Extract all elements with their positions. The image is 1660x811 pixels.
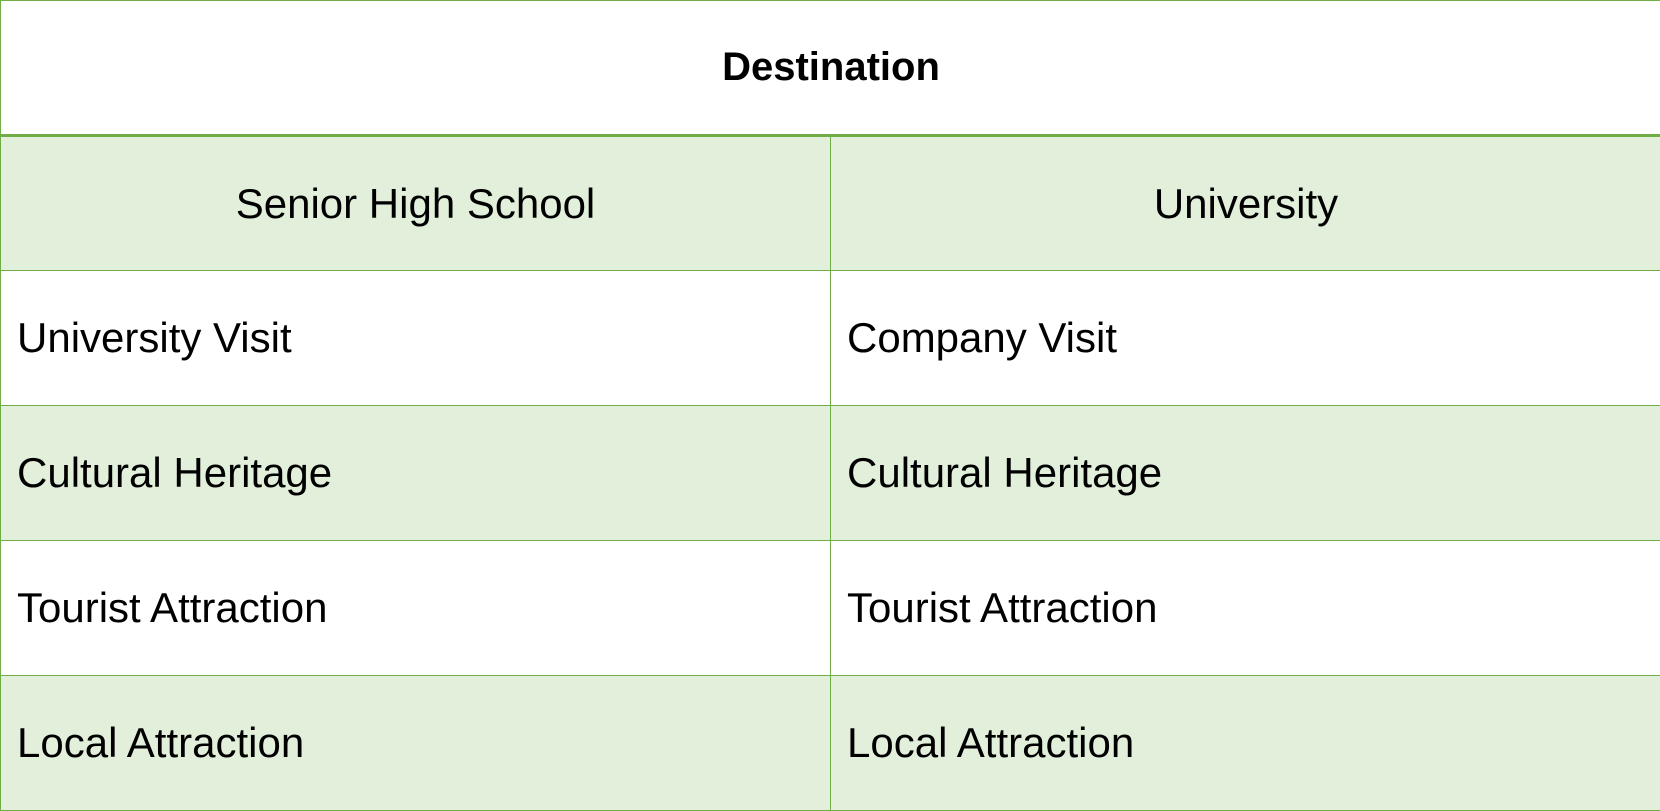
table-row: Cultural Heritage Cultural Heritage xyxy=(0,405,1660,541)
table-cell: Company Visit xyxy=(829,270,1660,406)
table-cell: Tourist Attraction xyxy=(829,540,1660,676)
table-cell: University Visit xyxy=(0,270,831,406)
table-cell: Cultural Heritage xyxy=(829,405,1660,541)
table-cell: Local Attraction xyxy=(829,675,1660,811)
table-row: Tourist Attraction Tourist Attraction xyxy=(0,540,1660,676)
table-cell: Local Attraction xyxy=(0,675,831,811)
title-row: Destination xyxy=(0,0,1660,137)
column-header-senior-high-school: Senior High School xyxy=(0,135,831,271)
header-row: Senior High School University xyxy=(0,135,1660,271)
table-title: Destination xyxy=(0,0,1660,137)
table-cell: Cultural Heritage xyxy=(0,405,831,541)
table-row: Local Attraction Local Attraction xyxy=(0,675,1660,811)
table-cell: Tourist Attraction xyxy=(0,540,831,676)
table-row: University Visit Company Visit xyxy=(0,270,1660,406)
column-header-university: University xyxy=(829,135,1660,271)
